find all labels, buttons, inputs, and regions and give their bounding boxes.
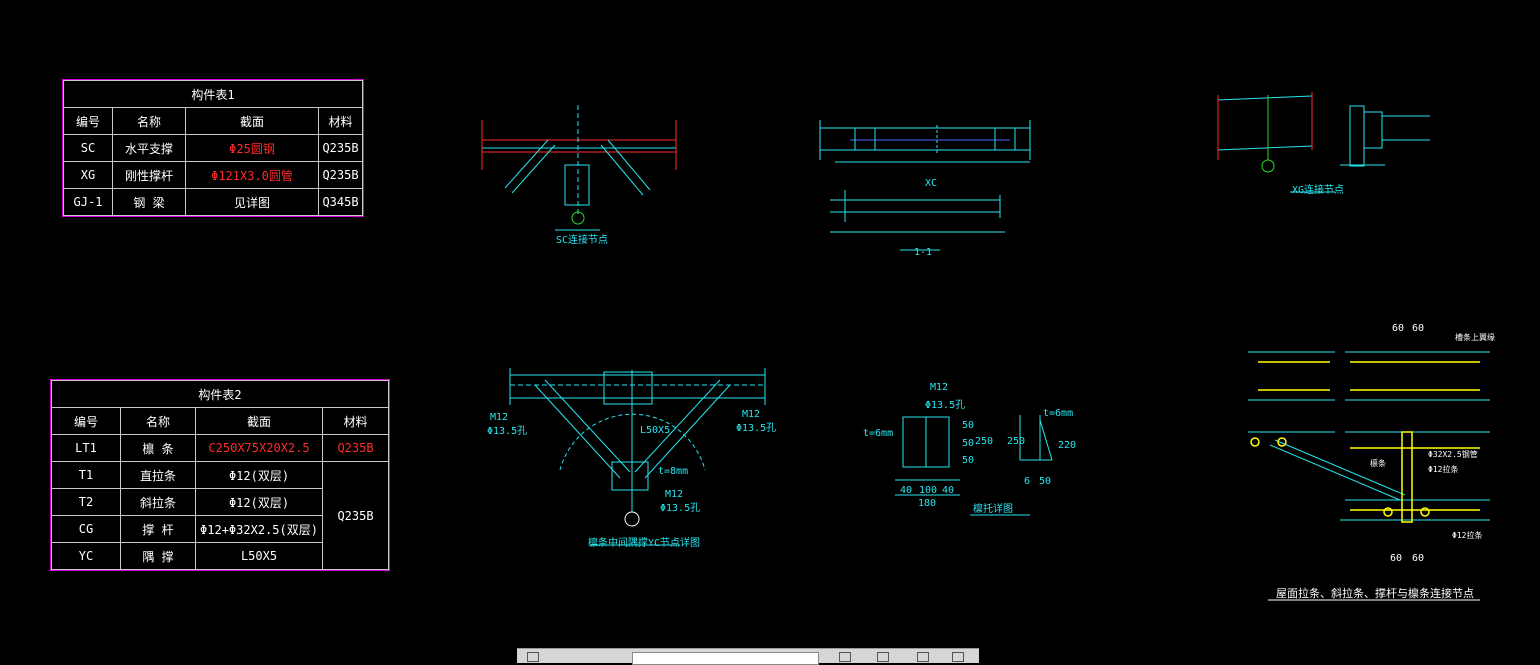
- cell-name: 钢 梁: [112, 188, 186, 216]
- yc-m12-label: M12: [742, 409, 761, 420]
- table-header: 截面: [185, 107, 319, 135]
- cell-material: Q235B: [318, 134, 363, 162]
- toolbar-icon[interactable]: [952, 652, 964, 662]
- tuo-detail-drawing: [895, 415, 1053, 516]
- bolt-symbol: [1383, 507, 1393, 517]
- tuo-dim: 250: [1007, 436, 1026, 447]
- component-table-1: 构件表1 编号 名称 截面 材料 SC 水平支撑 Φ25圆钢 Q235B XG …: [62, 79, 364, 217]
- tuo-t-label: t=6mm: [1043, 408, 1074, 419]
- table-row: SC 水平支撑 Φ25圆钢 Q235B: [63, 134, 363, 162]
- purlin-label: Φ12拉条: [1452, 531, 1483, 540]
- toolbar-icon[interactable]: [839, 652, 851, 662]
- purlin-dim: 60: [1412, 323, 1425, 334]
- cell-name: 直拉条: [120, 461, 196, 489]
- tuo-hole-label: Φ13.5孔: [925, 400, 966, 411]
- cell-id: GJ-1: [63, 188, 113, 216]
- sc-caption: SC连接节点: [556, 235, 609, 246]
- toolbar-icon[interactable]: [917, 652, 929, 662]
- tuo-m12-label: M12: [930, 382, 949, 393]
- cell-section: C250X75X20X2.5: [195, 434, 323, 462]
- purlin-dim: 60: [1392, 323, 1405, 334]
- cell-name: 刚性撑杆: [112, 161, 186, 189]
- cell-section: 见详图: [185, 188, 319, 216]
- bolt-symbol: [1250, 437, 1260, 447]
- yc-t-label: t=8mm: [658, 466, 689, 477]
- cell-section: Φ12+Φ32X2.5(双层): [195, 515, 323, 543]
- cell-material: Q235B: [322, 461, 389, 570]
- sc-node-drawing: [481, 105, 677, 231]
- yc-node-drawing: [509, 368, 766, 546]
- purlin-label: 檩条: [1370, 459, 1386, 468]
- component-table-2: 构件表2 编号 名称 截面 材料 LT1 檩 条 C250X75X20X2.5 …: [50, 379, 390, 571]
- xg-node-drawing: [1217, 92, 1430, 193]
- purlin-yellow-rod: [1401, 431, 1413, 523]
- purlin-label: Φ32X2.5钢管: [1428, 450, 1478, 459]
- command-input[interactable]: [632, 652, 819, 665]
- cell-material: Q235B: [318, 161, 363, 189]
- purlin-caption: 屋面拉条、斜拉条、撑杆与檩条连接节点: [1276, 587, 1474, 600]
- tuo-dim: 40: [942, 485, 955, 496]
- yc-m12-label: M12: [665, 489, 684, 500]
- xg-caption: XG连接节点: [1292, 185, 1345, 196]
- tuo-dim: 100: [919, 485, 938, 496]
- purlin-dim: 60: [1412, 553, 1425, 564]
- cell-name: 隅 撑: [120, 542, 196, 570]
- table-header: 编号: [63, 107, 113, 135]
- purlin-label: 槽条上翼缘: [1455, 333, 1495, 342]
- command-bar: [517, 648, 979, 665]
- table-header: 名称: [120, 407, 196, 435]
- cell-section: Φ12(双层): [195, 488, 323, 516]
- cell-id: XG: [63, 161, 113, 189]
- table-row: XG 刚性撑杆 Φ121X3.0圆管 Q235B: [63, 161, 363, 189]
- section-label: 1-1: [914, 247, 933, 258]
- yc-hole-label: Φ13.5孔: [736, 423, 777, 434]
- cell-id: T1: [51, 461, 121, 489]
- yc-m12-label: M12: [490, 412, 509, 423]
- tuo-dim: 220: [1058, 440, 1077, 451]
- purlin-label: Φ12拉条: [1428, 465, 1459, 474]
- table-row: T2 斜拉条 Φ12(双层): [51, 488, 389, 516]
- xc-upper-drawing: [819, 120, 1031, 163]
- xc-lower-drawing: [830, 190, 1005, 251]
- table-row: LT1 檩 条 C250X75X20X2.5 Q235B: [51, 434, 389, 462]
- tuo-dim: 50: [962, 455, 975, 466]
- tuo-dim: 6: [1024, 476, 1031, 487]
- bolt-symbol: [1420, 507, 1430, 517]
- xc-label: XC: [925, 178, 938, 189]
- toolbar-icon[interactable]: [877, 652, 889, 662]
- yc-hole-label: Φ13.5孔: [487, 426, 528, 437]
- yc-caption: 檩条中间隅撑YC节点详图: [588, 538, 701, 549]
- cell-id: YC: [51, 542, 121, 570]
- table-row: T1 直拉条 Φ12(双层) Q235B: [51, 461, 389, 570]
- table-title: 构件表1: [63, 80, 363, 108]
- cell-material: Q345B: [318, 188, 363, 216]
- cell-id: T2: [51, 488, 121, 516]
- bolt-symbol: [1277, 437, 1287, 447]
- purlin-node-drawing: [1248, 351, 1490, 601]
- tuo-dim: 50: [1039, 476, 1052, 487]
- command-icon[interactable]: [527, 652, 539, 662]
- table-row: GJ-1 钢 梁 见详图 Q345B: [63, 188, 363, 216]
- tuo-dim: 40: [900, 485, 913, 496]
- table-header: 截面: [195, 407, 323, 435]
- table-row: YC 隅 撑 L50X5: [51, 542, 389, 570]
- cell-name: 水平支撑: [112, 134, 186, 162]
- cell-section: Φ121X3.0圆管: [185, 161, 319, 189]
- purlin-dim: 60: [1390, 553, 1403, 564]
- tuo-dim: 50: [962, 438, 975, 449]
- tuo-caption: 檩托详图: [973, 504, 1013, 515]
- cell-section: Φ25圆钢: [185, 134, 319, 162]
- cell-material: Q235B: [322, 434, 389, 462]
- tuo-t-label: t=6mm: [863, 428, 894, 439]
- tuo-dim: 50: [962, 420, 975, 431]
- tuo-dim: 180: [918, 498, 937, 509]
- yc-hole-label: Φ13.5孔: [660, 503, 701, 514]
- tuo-dim: 250: [975, 436, 994, 447]
- cell-section: L50X5: [195, 542, 323, 570]
- yc-l50-label: L50X5: [640, 425, 671, 436]
- table-header: 材料: [318, 107, 363, 135]
